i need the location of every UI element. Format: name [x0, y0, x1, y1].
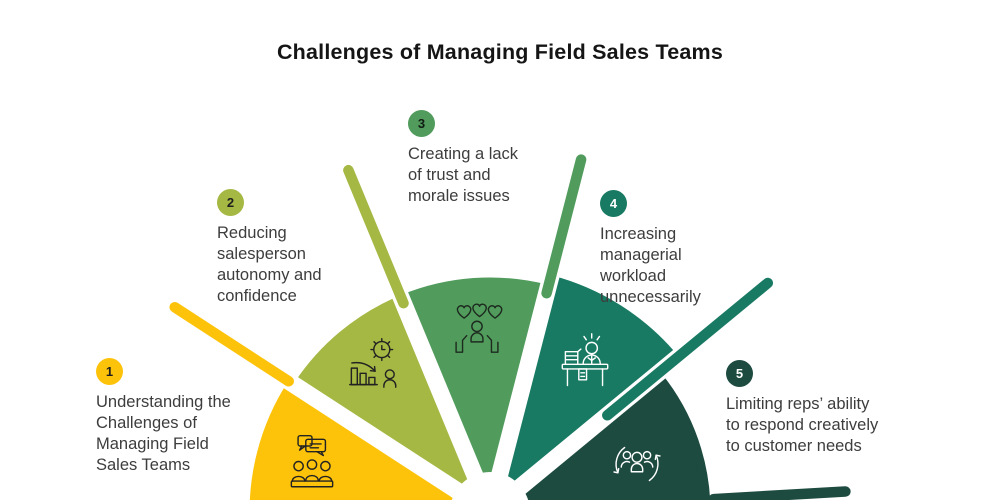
segment-2-label: Reducing salesperson autonomy and confid…	[217, 224, 322, 305]
spoke-4	[602, 277, 774, 421]
callout-2: 2 Reducing salesperson autonomy and conf…	[217, 189, 382, 307]
spoke-3	[541, 154, 587, 299]
team-meeting-icon	[290, 434, 334, 488]
segment-4-badge: 4	[600, 190, 627, 217]
segment-5-number: 5	[735, 366, 744, 381]
segment-3-number: 3	[417, 116, 426, 131]
segment-2-badge: 2	[217, 189, 244, 216]
busy-desk-icon	[561, 333, 609, 387]
segment-5-label: Limiting reps’ ability to respond creati…	[726, 395, 879, 455]
callout-5: 5 Limiting reps’ ability to respond crea…	[726, 360, 941, 457]
spoke-5	[708, 486, 851, 500]
fan-center-cutout	[451, 472, 529, 500]
segment-1-number: 1	[105, 364, 114, 379]
spoke-1	[169, 301, 294, 387]
segment-3-label: Creating a lack of trust and morale issu…	[408, 145, 519, 205]
page-title: Challenges of Managing Field Sales Teams	[276, 40, 724, 64]
segment-4-label: Increasing managerial workload unnecessa…	[600, 225, 701, 306]
segment-3-badge: 3	[408, 110, 435, 137]
callout-4: 4 Increasing managerial workload unneces…	[600, 190, 775, 308]
callout-1: 1 Understanding the Challenges of Managi…	[96, 358, 286, 476]
segment-1-badge: 1	[96, 358, 123, 385]
spoke-2	[343, 164, 409, 309]
segment-5-badge: 5	[726, 360, 753, 387]
gear-chart-decline-icon	[349, 338, 397, 388]
segment-1-label: Understanding the Challenges of Managing…	[96, 393, 231, 474]
callout-3: 3 Creating a lack of trust and morale is…	[408, 110, 573, 207]
segment-2-number: 2	[226, 195, 235, 210]
people-cycle-icon	[613, 446, 661, 482]
segment-4-number: 4	[609, 196, 618, 211]
trust-hands-hearts-icon	[455, 303, 503, 353]
